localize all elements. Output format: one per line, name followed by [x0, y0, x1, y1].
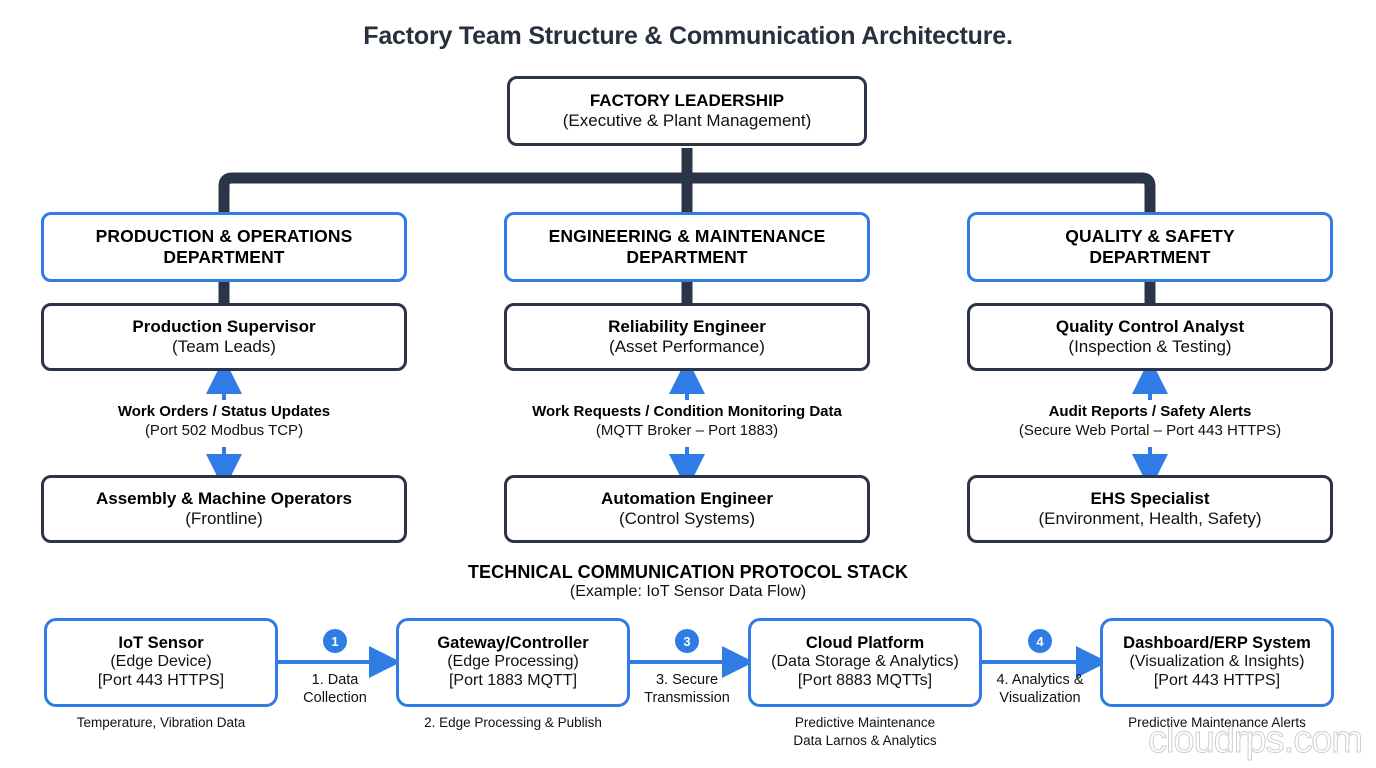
- stack-caption-line1: Predictive Maintenance: [794, 715, 936, 730]
- step-label-line1: 1. Data: [311, 672, 359, 688]
- role-box-quality-analyst[interactable]: Quality Control Analyst (Inspection & Te…: [967, 303, 1333, 371]
- department-box-engineering[interactable]: ENGINEERING & MAINTENANCE DEPARTMENT: [504, 212, 870, 282]
- stack-node-cloud-platform[interactable]: Cloud Platform (Data Storage & Analytics…: [748, 618, 982, 707]
- role-subtitle: (Environment, Health, Safety): [1038, 509, 1262, 528]
- department-title-line2: DEPARTMENT: [163, 247, 285, 267]
- stack-caption-line1: 2. Edge Processing & Publish: [424, 715, 602, 730]
- role-subtitle: (Control Systems): [618, 509, 756, 528]
- role-box-reliability-engineer[interactable]: Reliability Engineer (Asset Performance): [504, 303, 870, 371]
- role-title: Quality Control Analyst: [1055, 316, 1245, 336]
- stack-node-subtitle: (Data Storage & Analytics): [771, 653, 959, 671]
- step-badge-1: 1: [323, 629, 347, 653]
- step-badge-4: 4: [1028, 629, 1052, 653]
- step-label-line2: Transmission: [644, 690, 730, 707]
- role-title: EHS Specialist: [1090, 488, 1210, 508]
- step-label-1: 1. Data Collection: [275, 671, 395, 707]
- stack-node-subtitle: (Visualization & Insights): [1129, 653, 1305, 671]
- channel-label-engineering: Work Requests / Condition Monitoring Dat…: [462, 403, 912, 441]
- stack-node-port: [Port 1883 MQTT]: [448, 672, 578, 690]
- department-box-quality[interactable]: QUALITY & SAFETY DEPARTMENT: [967, 212, 1333, 282]
- protocol-stack-heading: TECHNICAL COMMUNICATION PROTOCOL STACK (…: [0, 562, 1376, 601]
- stack-node-dashboard-erp[interactable]: Dashboard/ERP System (Visualization & In…: [1100, 618, 1334, 707]
- stack-caption-gateway: 2. Edge Processing & Publish: [376, 714, 650, 732]
- stack-node-subtitle: (Edge Processing): [447, 653, 579, 671]
- stack-node-title: Gateway/Controller: [437, 633, 589, 652]
- stack-node-subtitle: (Edge Device): [110, 653, 212, 671]
- step-label-4: 4. Analytics & Visualization: [977, 671, 1103, 707]
- role-subtitle: (Frontline): [185, 509, 263, 528]
- stack-caption-iot-sensor: Temperature, Vibration Data: [24, 714, 298, 732]
- stack-caption-line1: Predictive Maintenance Alerts: [1128, 715, 1306, 730]
- department-title-line1: QUALITY & SAFETY: [1065, 226, 1235, 247]
- stack-caption-dashboard-erp: Predictive Maintenance Alerts: [1080, 714, 1354, 732]
- factory-leadership-subtitle: (Executive & Plant Management): [562, 111, 812, 130]
- role-title: Automation Engineer: [601, 488, 773, 508]
- role-subtitle: (Inspection & Testing): [1068, 337, 1232, 356]
- stack-node-iot-sensor[interactable]: IoT Sensor (Edge Device) [Port 443 HTTPS…: [44, 618, 278, 707]
- role-subtitle: (Asset Performance): [609, 337, 765, 356]
- step-label-3: 3. Secure Transmission: [627, 671, 747, 707]
- role-subtitle: (Team Leads): [172, 337, 276, 356]
- channel-label-line2: (Port 502 Modbus TCP): [144, 421, 304, 439]
- channel-label-production: Work Orders / Status Updates (Port 502 M…: [24, 403, 424, 441]
- role-title: Production Supervisor: [132, 316, 316, 336]
- role-box-ehs-specialist[interactable]: EHS Specialist (Environment, Health, Saf…: [967, 475, 1333, 543]
- step-label-line2: Collection: [303, 690, 367, 707]
- step-label-line1: 3. Secure: [655, 672, 719, 688]
- department-box-production[interactable]: PRODUCTION & OPERATIONS DEPARTMENT: [41, 212, 407, 282]
- stack-caption-line2: Data Larnos & Analytics: [793, 733, 937, 749]
- department-title-line1: ENGINEERING & MAINTENANCE: [548, 226, 826, 247]
- stack-caption-line1: Temperature, Vibration Data: [76, 715, 246, 730]
- stack-node-gateway[interactable]: Gateway/Controller (Edge Processing) [Po…: [396, 618, 630, 707]
- channel-label-quality: Audit Reports / Safety Alerts (Secure We…: [935, 403, 1365, 441]
- channel-label-line1: Work Orders / Status Updates: [117, 403, 331, 420]
- step-badge-3: 3: [675, 629, 699, 653]
- factory-leadership-box[interactable]: FACTORY LEADERSHIP (Executive & Plant Ma…: [507, 76, 867, 146]
- page-title: Factory Team Structure & Communication A…: [363, 22, 1013, 50]
- role-title: Reliability Engineer: [608, 316, 766, 336]
- channel-label-line1: Work Requests / Condition Monitoring Dat…: [532, 403, 842, 420]
- protocol-stack-subtitle: (Example: IoT Sensor Data Flow): [569, 583, 807, 600]
- channel-label-line2: (MQTT Broker – Port 1883): [595, 421, 779, 439]
- role-title: Assembly & Machine Operators: [95, 488, 353, 508]
- stack-caption-cloud-platform: Predictive Maintenance Data Larnos & Ana…: [728, 714, 1002, 750]
- step-label-line1: 4. Analytics &: [996, 672, 1084, 688]
- stack-node-port: [Port 443 HTTPS]: [1153, 672, 1281, 690]
- step-label-line2: Visualization: [999, 690, 1081, 707]
- stack-node-title: Cloud Platform: [805, 633, 925, 652]
- stack-node-port: [Port 8883 MQTTs]: [797, 672, 933, 690]
- channel-label-line1: Audit Reports / Safety Alerts: [1048, 403, 1252, 420]
- role-box-automation-engineer[interactable]: Automation Engineer (Control Systems): [504, 475, 870, 543]
- factory-leadership-title: FACTORY LEADERSHIP: [589, 90, 785, 110]
- role-box-production-supervisor[interactable]: Production Supervisor (Team Leads): [41, 303, 407, 371]
- protocol-stack-title: TECHNICAL COMMUNICATION PROTOCOL STACK: [467, 562, 909, 582]
- role-box-assembly-operators[interactable]: Assembly & Machine Operators (Frontline): [41, 475, 407, 543]
- department-title-line2: DEPARTMENT: [626, 247, 748, 267]
- stack-node-title: Dashboard/ERP System: [1123, 633, 1311, 652]
- stack-node-port: [Port 443 HTTPS]: [97, 672, 225, 690]
- department-title-line1: PRODUCTION & OPERATIONS: [95, 226, 353, 247]
- stack-node-title: IoT Sensor: [118, 633, 204, 652]
- department-title-line2: DEPARTMENT: [1089, 247, 1211, 267]
- channel-label-line2: (Secure Web Portal – Port 443 HTTPS): [1018, 421, 1282, 439]
